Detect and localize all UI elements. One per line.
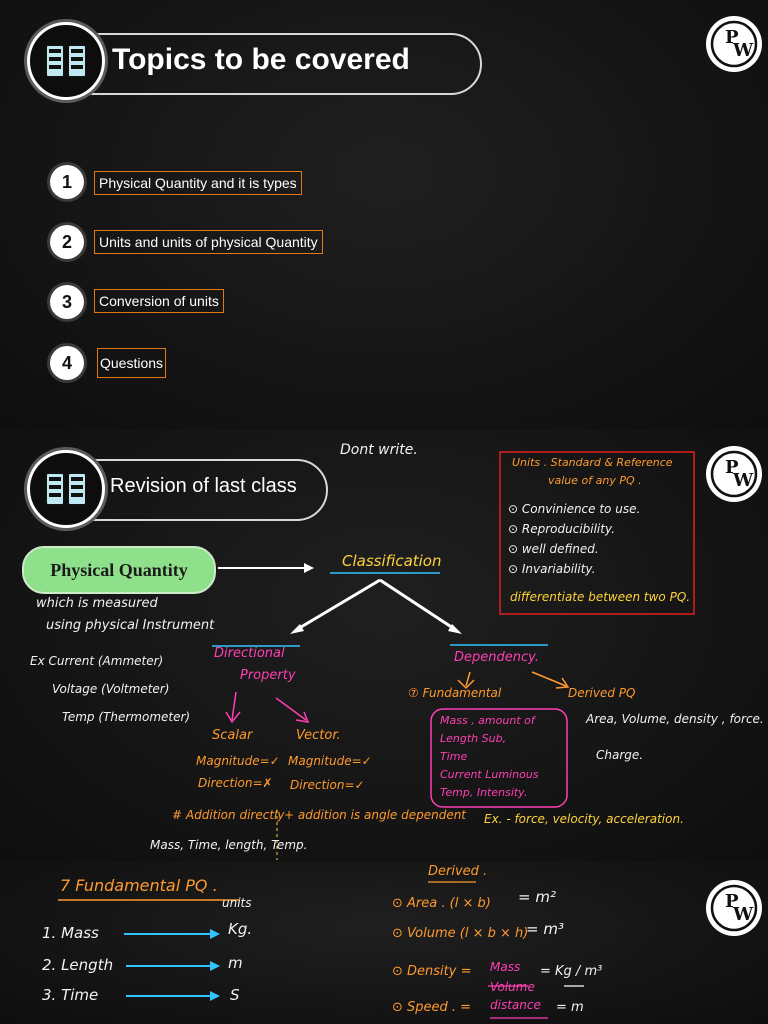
pw-logo-icon: P W (710, 20, 758, 68)
units-column-label: units (222, 896, 252, 910)
speed-numerator: distance (490, 998, 541, 1012)
units-item-3: ⊙ well defined. (508, 542, 599, 556)
units-head-1: Units . Standard & Reference (512, 456, 673, 469)
slide-topics: Topics to be covered P W 1 Physical Quan… (0, 0, 768, 430)
example-1: Ex Current (Ammeter) (30, 654, 164, 668)
svg-text:W: W (732, 904, 754, 925)
pw-logo-2: P W (706, 446, 762, 502)
units-head-2: value of any PQ . (548, 474, 642, 487)
book-icon-circle-2 (27, 450, 105, 528)
derived-density: ⊙ Density = (392, 964, 472, 979)
topic-item-2: Units and units of physical Quantity (94, 230, 323, 254)
topic-number-3: 3 (50, 285, 84, 319)
fund-list-3: Time (440, 750, 468, 763)
directional-label: Directional (214, 646, 285, 661)
vector-magnitude: Magnitude=✓ (288, 754, 372, 768)
pw-logo: P W (706, 16, 762, 72)
density-denominator: Volume (490, 980, 535, 994)
topic-item-1: Physical Quantity and it is types (94, 171, 302, 195)
dont-write-note: Dont write. (340, 442, 418, 458)
revision-arrows (212, 451, 695, 860)
derived-area-unit: = m² (518, 888, 556, 906)
speed-unit: = m (556, 1000, 584, 1015)
scalar-magnitude: Magnitude=✓ (196, 754, 280, 768)
addition-scalar: # Addition directly (172, 808, 285, 822)
slide-revision: Revision of last class P W Dont write. P… (0, 430, 768, 862)
scalar-label: Scalar (212, 728, 253, 743)
topic-item-4: Questions (97, 348, 167, 378)
fundamental-label: ⑦ Fundamental (408, 686, 502, 700)
addition-vector: + addition is angle dependent (284, 808, 467, 822)
svg-text:P: P (725, 457, 739, 478)
row-length: 2. Length (42, 956, 114, 974)
fundamental-title: 7 Fundamental PQ . (60, 876, 218, 895)
pw-logo-3: P W (706, 880, 762, 936)
fund-list-1: Mass , amount of (440, 714, 535, 727)
row-length-unit: m (228, 954, 243, 972)
book-icon (45, 472, 87, 506)
pw-logo-icon: P W (710, 450, 758, 498)
row-mass: 1. Mass (42, 924, 99, 942)
revision-title: Revision of last class (110, 475, 297, 497)
fund-list-4: Current Luminous (440, 768, 539, 781)
measured-line-2: using physical Instrument (46, 618, 215, 633)
derived-list: Area, Volume, density , force. (586, 712, 764, 726)
fundamental-lines (58, 881, 584, 1019)
topic-number-1: 1 (50, 165, 84, 199)
topic-number-4: 4 (50, 346, 84, 380)
mass-line: Mass, Time, length, Temp. (150, 838, 308, 852)
topic-number-2: 2 (50, 225, 84, 259)
derived-area: ⊙ Area . (l × b) (392, 896, 491, 911)
dependency-label: Dependency. (454, 650, 539, 665)
scalar-direction: Direction=✗ (198, 776, 273, 790)
property-label: Property (240, 668, 296, 683)
fund-list-5: Temp, Intensity. (440, 786, 528, 799)
svg-text:W: W (732, 470, 754, 491)
badge-label: Physical Quantity (50, 560, 188, 580)
vector-direction: Direction=✓ (290, 778, 365, 792)
units-item-2: ⊙ Reproducibility. (508, 522, 615, 536)
example-2: Voltage (Voltmeter) (52, 682, 170, 696)
density-numerator: Mass (490, 960, 521, 974)
derived-volume-unit: = m³ (526, 920, 564, 938)
addition-examples: Ex. - force, velocity, acceleration. (484, 812, 684, 826)
row-mass-unit: Kg. (228, 920, 253, 938)
units-item-1: ⊙ Convinience to use. (508, 502, 641, 516)
measured-line-1: which is measured (36, 596, 158, 611)
vector-label: Vector. (296, 728, 341, 743)
topic-item-3: Conversion of units (94, 289, 224, 313)
slide-fundamental: P W 7 Fundamental PQ . units 1. Mass Kg.… (0, 862, 768, 1024)
physical-quantity-badge: Physical Quantity (22, 546, 216, 594)
derived-title: Derived . (428, 864, 488, 879)
derived-label: Derived PQ (568, 686, 636, 700)
svg-text:P: P (725, 27, 739, 48)
density-unit: = Kg / m³ (540, 964, 603, 979)
row-time-unit: S (230, 986, 240, 1004)
classification-label: Classification (342, 552, 442, 570)
book-icon-circle (27, 22, 105, 100)
svg-text:P: P (725, 891, 739, 912)
example-3: Temp (Thermometer) (62, 710, 191, 724)
units-item-4: ⊙ Invariability. (508, 562, 596, 576)
svg-text:W: W (732, 40, 754, 61)
fund-list-2: Length Sub, (440, 732, 507, 745)
row-time: 3. Time (42, 986, 99, 1004)
derived-speed: ⊙ Speed . = (392, 1000, 472, 1015)
units-foot: differentiate between two PQ. (510, 590, 691, 604)
pw-logo-icon: P W (710, 884, 758, 932)
book-icon (45, 44, 87, 78)
derived-volume: ⊙ Volume (l × b × h) (392, 926, 529, 941)
charge-label: Charge. (596, 748, 644, 762)
slide-title: Topics to be covered (112, 43, 410, 76)
